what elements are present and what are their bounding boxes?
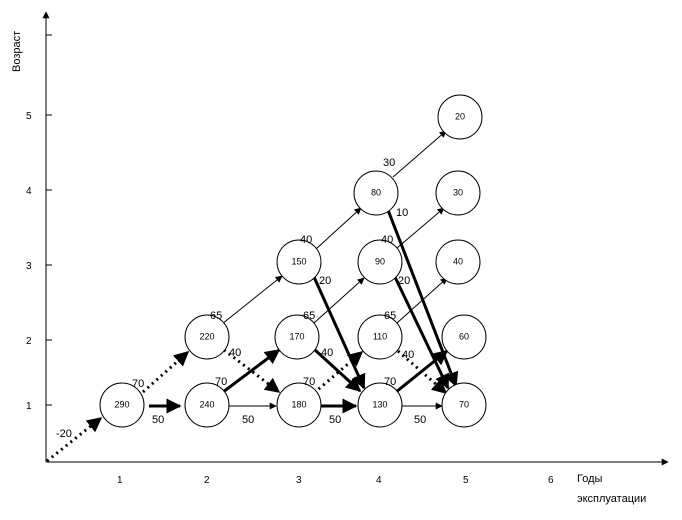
node-value: 60 bbox=[459, 331, 469, 341]
edge-150-130 bbox=[312, 276, 366, 390]
node-90: 90 bbox=[357, 239, 403, 285]
y-tick-label: 3 bbox=[26, 261, 32, 272]
edge-180-110 bbox=[313, 350, 364, 395]
edge-label: 40 bbox=[229, 347, 241, 359]
node-value: 40 bbox=[453, 256, 463, 266]
node-70: 70 bbox=[441, 382, 487, 428]
node-60: 60 bbox=[441, 314, 487, 360]
node-170: 170 bbox=[274, 314, 320, 360]
y-axis-label: Возраст bbox=[11, 31, 23, 72]
node-130: 130 bbox=[357, 382, 403, 428]
edge-label: 50 bbox=[414, 414, 426, 426]
node-110: 110 bbox=[357, 314, 403, 360]
edge-label: 70 bbox=[303, 376, 315, 388]
node-value: 170 bbox=[289, 331, 304, 341]
edge-220-150 bbox=[221, 275, 283, 325]
edge-label: 70 bbox=[215, 376, 227, 388]
edge-label: -20 bbox=[56, 428, 72, 440]
node-value: 70 bbox=[459, 399, 469, 409]
edge-label: 30 bbox=[383, 157, 395, 169]
edge-label: 40 bbox=[300, 234, 312, 246]
node-value: 180 bbox=[291, 399, 306, 409]
edge-240-170 bbox=[222, 348, 281, 394]
node-20: 20 bbox=[437, 94, 483, 140]
edge-label: 20 bbox=[319, 275, 331, 287]
node-220: 220 bbox=[184, 314, 230, 360]
node-value: 30 bbox=[453, 187, 463, 197]
x-axis-label-line2: эксплуатации bbox=[577, 493, 646, 505]
y-tick-label: 1 bbox=[26, 401, 32, 412]
x-tick-label: 4 bbox=[376, 475, 382, 486]
edge-label: 65 bbox=[384, 310, 396, 322]
y-tick-label: 2 bbox=[26, 336, 32, 347]
x-tick-label: 2 bbox=[204, 475, 210, 486]
node-value: 80 bbox=[371, 187, 381, 197]
y-tick-label: 4 bbox=[26, 186, 32, 197]
edge-label: 40 bbox=[381, 234, 393, 246]
x-tick-label: 6 bbox=[548, 475, 554, 486]
node-value: 110 bbox=[373, 331, 387, 341]
edge-label: 40 bbox=[321, 347, 333, 359]
x-tick-label: 5 bbox=[463, 475, 469, 486]
x-tick-label: 3 bbox=[296, 475, 302, 486]
node-30: 30 bbox=[435, 170, 481, 216]
edge-label: 50 bbox=[152, 414, 164, 426]
dotted-edges bbox=[46, 348, 448, 463]
node-40: 40 bbox=[435, 239, 481, 285]
x-axis-label-line1: Годы bbox=[577, 473, 603, 485]
edge-label: 65 bbox=[210, 310, 222, 322]
edge-label: 20 bbox=[398, 275, 410, 287]
node-240: 240 bbox=[184, 382, 230, 428]
node-80: 80 bbox=[353, 170, 399, 216]
edge-150-80 bbox=[315, 207, 362, 250]
node-290: 290 bbox=[99, 382, 145, 428]
edge-80-70 bbox=[386, 209, 459, 388]
node-value: 130 bbox=[372, 399, 387, 409]
edge-80-20 bbox=[392, 130, 447, 178]
edge-170-90 bbox=[313, 277, 365, 324]
edge-90-70 bbox=[393, 276, 450, 390]
y-tick-label: 5 bbox=[26, 111, 32, 122]
edge-290-220 bbox=[142, 350, 190, 394]
node-value: 290 bbox=[114, 399, 129, 409]
edge-110-70 bbox=[397, 349, 448, 395]
node-180: 180 bbox=[276, 382, 322, 428]
node-value: 20 bbox=[455, 111, 465, 121]
node-150: 150 bbox=[276, 239, 322, 285]
node-value: 220 bbox=[199, 331, 214, 341]
node-value: 150 bbox=[291, 256, 306, 266]
thin-edges bbox=[221, 130, 448, 410]
edge-label: 50 bbox=[329, 414, 341, 426]
edge-label: 10 bbox=[396, 207, 408, 219]
node-value: 240 bbox=[199, 399, 214, 409]
edge-label: 70 bbox=[132, 378, 144, 390]
edge-90-30 bbox=[396, 207, 445, 249]
edge-label: 65 bbox=[303, 310, 315, 322]
node-value: 90 bbox=[375, 256, 385, 266]
edge-label: 40 bbox=[402, 349, 414, 361]
edge-label: 70 bbox=[384, 376, 396, 388]
x-tick-label: 1 bbox=[117, 475, 123, 486]
edge-label: 50 bbox=[242, 414, 254, 426]
